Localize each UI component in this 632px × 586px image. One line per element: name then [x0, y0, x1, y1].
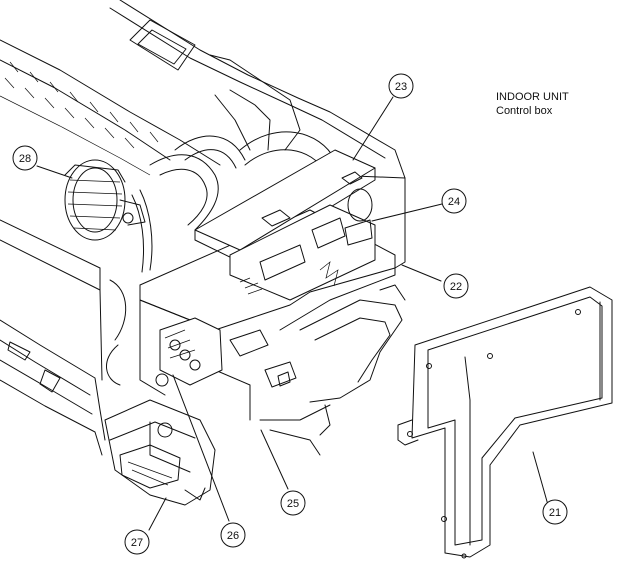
callout-22: 22	[443, 273, 469, 299]
svg-text:23: 23	[395, 81, 407, 93]
terminal-block	[155, 317, 223, 387]
mounting-bracket	[397, 286, 613, 559]
svg-text:24: 24	[448, 196, 460, 208]
leader-26	[172, 374, 230, 522]
indoor-unit-chassis	[0, 0, 406, 456]
diagram-heading: INDOOR UNIT Control box	[496, 90, 569, 118]
grille-ribs	[0, 61, 159, 176]
leader-lines	[36, 96, 549, 531]
callout-24: 24	[441, 188, 467, 214]
svg-text:26: 26	[227, 530, 239, 542]
swing-motor-assembly	[104, 399, 216, 506]
leader-23	[352, 96, 394, 161]
drain-tray	[259, 284, 406, 456]
callout-21: 21	[542, 499, 568, 525]
heading-line-2: Control box	[496, 105, 553, 117]
fan-motor	[64, 159, 146, 241]
leader-28	[36, 165, 73, 179]
heading-line-1: INDOOR UNIT	[496, 91, 569, 103]
svg-text:22: 22	[450, 281, 462, 293]
leader-25	[260, 429, 289, 490]
callout-27: 27	[124, 529, 150, 555]
leader-21	[532, 451, 549, 506]
leader-27	[148, 497, 167, 531]
svg-text:21: 21	[549, 507, 561, 519]
pcb-board	[229, 188, 376, 301]
leader-24	[371, 203, 443, 222]
callout-25: 25	[280, 490, 306, 516]
callout-26: 26	[220, 522, 246, 548]
callout-28: 28	[12, 145, 38, 171]
callout-23: 23	[388, 73, 414, 99]
svg-text:25: 25	[287, 498, 299, 510]
leader-22	[401, 264, 442, 282]
svg-text:27: 27	[131, 537, 143, 549]
svg-text:28: 28	[19, 153, 31, 165]
